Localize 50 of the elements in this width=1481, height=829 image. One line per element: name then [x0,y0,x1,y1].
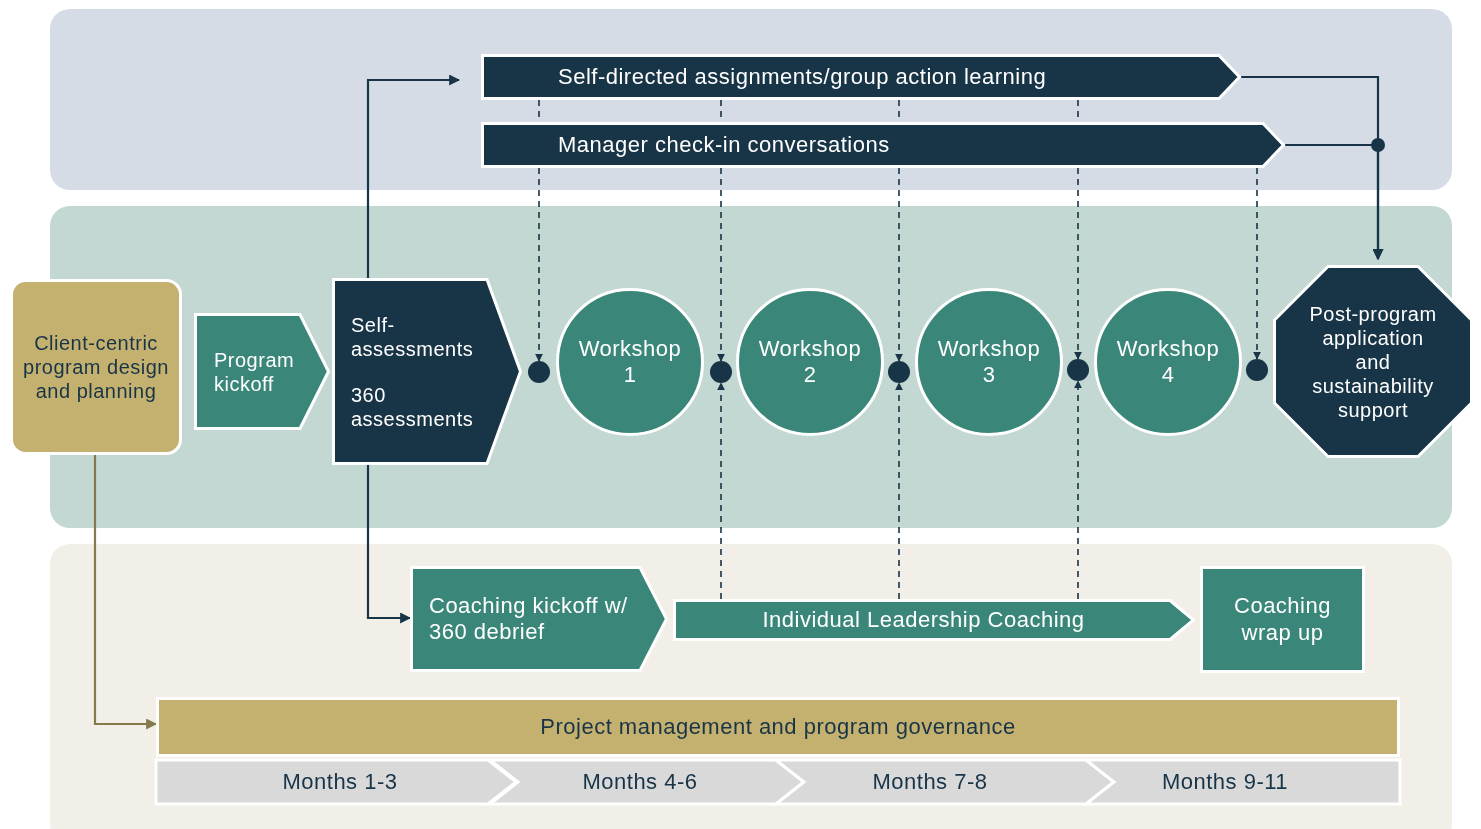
coaching-bar [673,599,1195,641]
timeline-label: Months 4-6 [582,768,698,796]
milestone-dot [888,361,910,383]
dashed-arrow [535,167,543,362]
node-label: Client-centric program design and planning [22,331,170,403]
milestone-dot [710,361,732,383]
activity-bar [481,54,1241,100]
workshop-circle [1094,288,1242,436]
dashed-arrow [717,167,725,362]
milestone-dot [1246,359,1268,381]
workshop-label: Workshop 1 [577,335,683,389]
arrow [366,74,461,278]
workshop-circle [556,288,704,436]
node-label: Self-assessments [351,312,475,361]
dashed-arrow [895,167,903,362]
workshop-label: Workshop 4 [1115,335,1221,389]
workshop-circle [736,288,884,436]
dashed-arrow [717,382,725,600]
node-label: Project management and program governance [540,713,1016,741]
timeline-label: Months 1-3 [282,768,398,796]
outcome-octagon [1273,265,1473,458]
governance-bar [156,697,1400,757]
workshop-circle [915,288,1063,436]
coaching-step [410,566,668,672]
node-label: Post-program application and sustainability support [1308,301,1438,422]
node-label: Program kickoff [214,347,296,396]
activity-bar [481,122,1285,168]
timeline-label: Months 7-8 [872,768,988,796]
process-step [194,313,330,430]
dashed-arrow [1074,380,1082,600]
node-label: Individual Leadership Coaching [762,606,1085,634]
timeline-label: Months 9-11 [1161,768,1289,796]
dashed-arrow [895,382,903,600]
dashed-arrow [1253,167,1261,360]
workshop-label: Workshop 3 [936,335,1042,389]
dashed-arrow [1074,167,1082,360]
arrow [366,465,412,624]
milestone-dot [528,361,550,383]
arrow [93,455,158,730]
node-label: Manager check-in conversations [558,131,890,159]
node-label: Coaching kickoff w/ 360 debrief [429,592,629,646]
workshop-label: Workshop 2 [757,335,863,389]
planning-box [10,279,182,455]
arrow [1285,143,1384,261]
milestone-dot [1067,359,1089,381]
node-label: Coaching wrap up [1233,593,1332,646]
process-step [332,278,522,465]
node-label: 360 assessments [351,382,475,431]
coaching-box [1200,566,1365,673]
node-label: Self-directed assignments/group action learning [558,63,1047,91]
